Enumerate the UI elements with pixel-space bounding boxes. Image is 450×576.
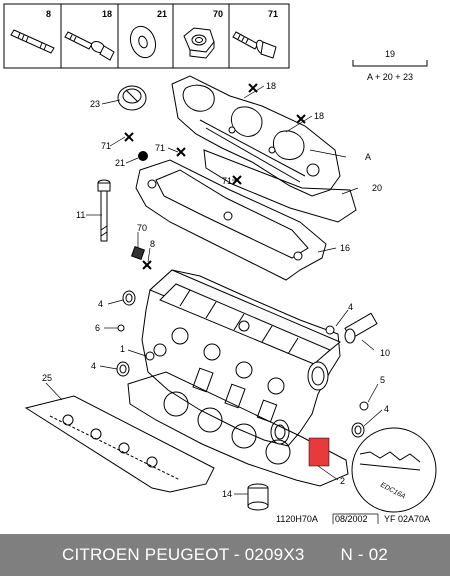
camshaft-housing bbox=[135, 159, 327, 281]
header-num-70: 70 bbox=[213, 9, 223, 19]
plug-4-right bbox=[351, 422, 365, 438]
callout-18-top: 18 bbox=[266, 81, 276, 91]
callout-8: 8 bbox=[150, 239, 155, 249]
header-num-18: 18 bbox=[102, 9, 112, 19]
callout-18-mid: 18 bbox=[314, 111, 324, 121]
footer-brand: CITROEN PEUGEOT - 0209X3 bbox=[61, 545, 305, 564]
head-gasket bbox=[127, 371, 349, 487]
plug-4-lower bbox=[116, 361, 130, 377]
callout-71-mid: 71 bbox=[155, 143, 165, 153]
mount-14 bbox=[247, 483, 269, 511]
ref-code-date: 08/2002 bbox=[335, 514, 368, 524]
callout-21: 21 bbox=[115, 158, 125, 168]
header-num-21: 21 bbox=[157, 9, 167, 19]
ref-code-right: YF 02A70A bbox=[384, 514, 430, 524]
callout-20: 20 bbox=[372, 183, 382, 193]
bolt-with-sleeve-icon bbox=[64, 31, 115, 61]
plug-4-left bbox=[122, 290, 136, 306]
callout-6: 6 bbox=[95, 323, 100, 333]
washer-icon bbox=[129, 25, 157, 59]
hex-nut-icon bbox=[183, 27, 215, 59]
oil-filler-cap bbox=[117, 85, 147, 111]
parts-header-table bbox=[3, 3, 290, 69]
formula-box bbox=[352, 60, 428, 67]
washer-6 bbox=[117, 324, 125, 332]
callout-71-left: 71 bbox=[101, 141, 111, 151]
leader-lines bbox=[45, 85, 383, 495]
formula-text: A + 20 + 23 bbox=[367, 72, 413, 82]
footer-page: N - 02 bbox=[340, 545, 389, 564]
callout-10: 10 bbox=[380, 348, 390, 358]
sensor-10 bbox=[344, 312, 378, 344]
gasket-detail-circle bbox=[351, 427, 437, 513]
header-num-8: 8 bbox=[46, 9, 51, 19]
callout-4-right-top: 4 bbox=[348, 302, 353, 312]
callout-71-right: 71 bbox=[222, 176, 232, 186]
header-num-71: 71 bbox=[268, 9, 278, 19]
gasket-set-25 bbox=[24, 395, 215, 493]
flange-bolt-icon bbox=[232, 31, 277, 59]
callout-2: 2 bbox=[340, 476, 345, 486]
ref-code-left: 1120H70A bbox=[276, 514, 318, 524]
small-nut-70 bbox=[130, 245, 146, 261]
washer-21 bbox=[138, 151, 148, 161]
callout-4-lower: 4 bbox=[91, 361, 96, 371]
callout-11: 11 bbox=[76, 210, 85, 220]
callout-A: A bbox=[365, 152, 371, 162]
long-bolt-11 bbox=[97, 179, 111, 242]
callout-1: 1 bbox=[120, 344, 125, 354]
callout-4-right-low: 4 bbox=[384, 404, 389, 414]
callout-5: 5 bbox=[380, 375, 385, 385]
callout-4-upper: 4 bbox=[98, 299, 103, 309]
callout-25: 25 bbox=[42, 373, 52, 383]
valve-cover bbox=[171, 75, 341, 197]
highlighted-part bbox=[308, 437, 330, 467]
footer-bar: CITROEN PEUGEOT - 0209X3 N - 02 bbox=[0, 534, 450, 576]
cylinder-head bbox=[141, 269, 341, 447]
cross-markers bbox=[124, 83, 306, 270]
washer-5 bbox=[359, 401, 369, 411]
callout-23: 23 bbox=[90, 99, 100, 109]
long-stud-icon bbox=[10, 29, 55, 54]
formula-number: 19 bbox=[385, 49, 395, 59]
valve-cover-gasket bbox=[203, 149, 357, 223]
callout-14: 14 bbox=[222, 489, 232, 499]
callout-70: 70 bbox=[137, 223, 147, 233]
callout-16: 16 bbox=[340, 243, 350, 253]
